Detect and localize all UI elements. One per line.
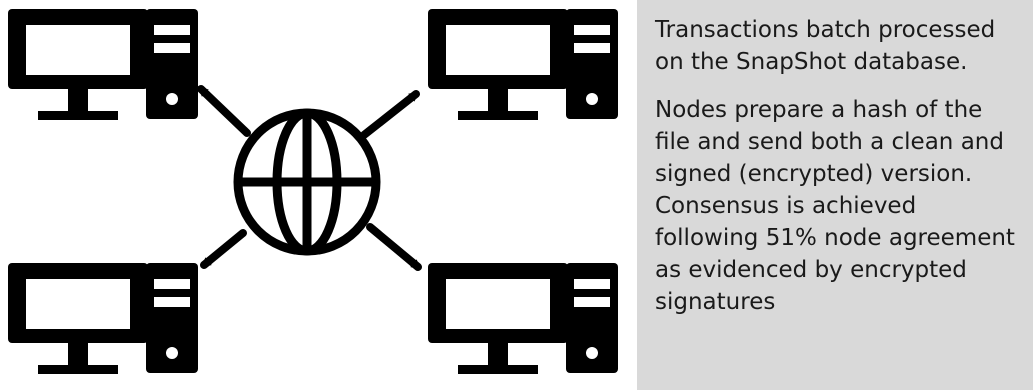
network-diagram <box>8 9 618 374</box>
computer-top-left <box>8 9 198 120</box>
globe-icon <box>233 108 381 256</box>
info-paragraph-batch: Transactions batch processed on the Snap… <box>655 17 996 75</box>
arrows <box>197 85 422 271</box>
arrow-bottom-left <box>200 229 247 269</box>
computer-top-right <box>428 9 618 120</box>
info-panel: Transactions batch processed on the Snap… <box>637 0 1033 390</box>
computer-bottom-left <box>8 263 198 374</box>
arrow-bottom-right <box>366 223 422 271</box>
computer-bottom-right <box>428 263 618 374</box>
arrow-top-right <box>360 90 420 139</box>
info-paragraph-consensus: Nodes prepare a hash of the file and sen… <box>655 97 1015 315</box>
arrow-top-left <box>197 85 251 137</box>
